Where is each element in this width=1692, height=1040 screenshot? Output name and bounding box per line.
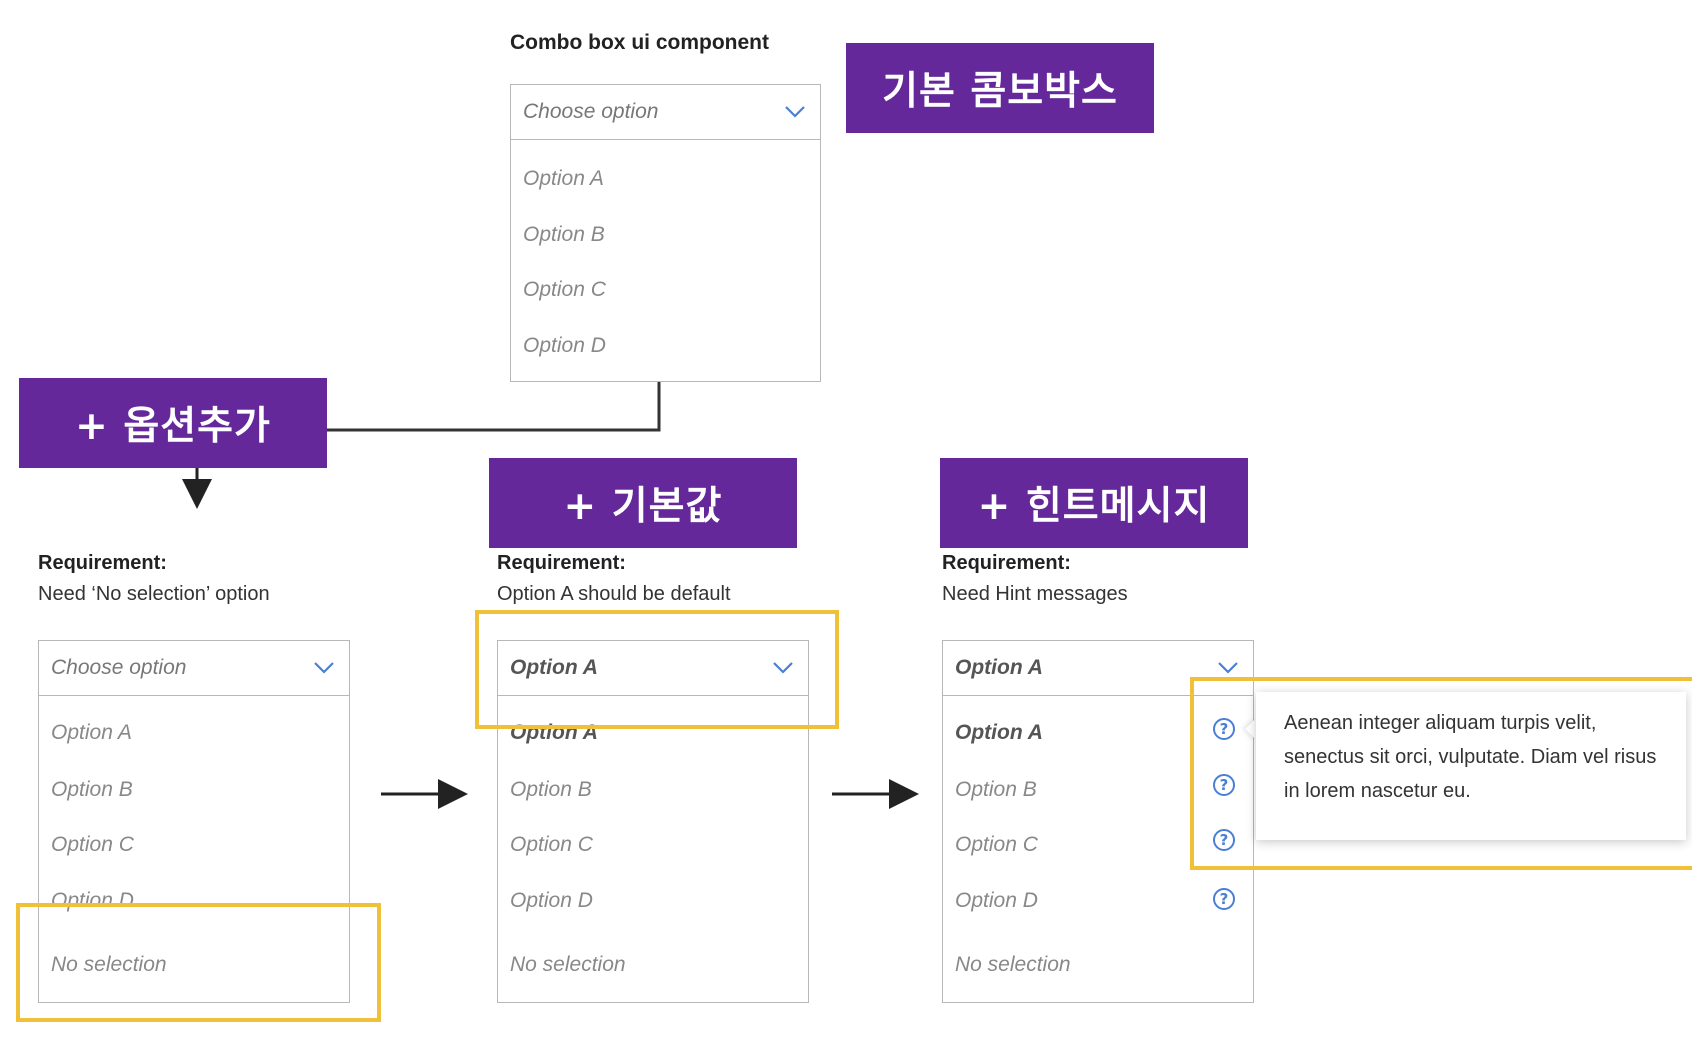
highlight-no-selection [16,903,381,1022]
help-icon[interactable]: ? [1213,718,1235,740]
chevron-down-icon[interactable] [784,105,806,119]
requirement-label: Requirement: [38,552,167,574]
help-icon[interactable]: ? [1213,888,1235,910]
option-item[interactable]: Option D [510,889,593,912]
option-item[interactable]: Option C [510,833,593,856]
combo-box-step1: Choose option Option A Option B Option C… [38,640,350,1003]
option-item-selected[interactable]: Option A [955,721,1043,744]
requirement-text: Need ‘No selection’ option [38,583,270,605]
option-item[interactable]: Option B [523,223,605,246]
option-item[interactable]: Option B [51,778,133,801]
combo-input[interactable]: Choose option [39,641,349,696]
combo-input[interactable]: Choose option [511,85,820,140]
connector-top-to-options [327,382,661,432]
component-title: Combo box ui component [510,31,769,54]
requirement-text: Option A should be default [497,583,731,605]
requirement-text: Need Hint messages [942,583,1128,605]
option-item[interactable]: Option D [523,334,606,357]
highlight-default-value [475,610,839,729]
chevron-down-icon[interactable] [1217,661,1239,675]
combo-box-step3: Option A Option A Option B Option C Opti… [942,640,1254,1003]
highlight-hint-message [1190,677,1692,870]
combo-input[interactable]: Option A [498,641,808,696]
banner-basic-combobox: 기본 콤보박스 [846,43,1154,133]
requirement-label: Requirement: [497,552,626,574]
option-item[interactable]: Option B [955,778,1037,801]
banner-add-option: + 옵션추가 [19,378,327,468]
banner-default-value: + 기본값 [489,458,797,548]
combo-box-basic: Choose option Option A Option B Option C… [510,84,821,382]
option-item[interactable]: Option C [955,833,1038,856]
option-no-selection[interactable]: No selection [510,953,626,976]
option-no-selection[interactable]: No selection [51,953,167,976]
help-icon[interactable]: ? [1213,829,1235,851]
option-item[interactable]: Option C [51,833,134,856]
banner-hint-message: + 힌트메시지 [940,458,1248,548]
hint-tooltip: Aenean integer aliquam turpis velit, sen… [1256,692,1686,840]
option-item[interactable]: Option A [523,167,604,190]
option-item[interactable]: Option D [955,889,1038,912]
help-icon[interactable]: ? [1213,774,1235,796]
requirement-label: Requirement: [942,552,1071,574]
option-item[interactable]: Option A [51,721,132,744]
combo-box-step2: Option A Option A Option B Option C Opti… [497,640,809,1003]
option-item[interactable]: Option C [523,278,606,301]
combo-input[interactable]: Option A [943,641,1253,696]
option-no-selection[interactable]: No selection [955,953,1071,976]
option-item[interactable]: Option B [510,778,592,801]
chevron-down-icon[interactable] [313,661,335,675]
chevron-down-icon[interactable] [772,661,794,675]
